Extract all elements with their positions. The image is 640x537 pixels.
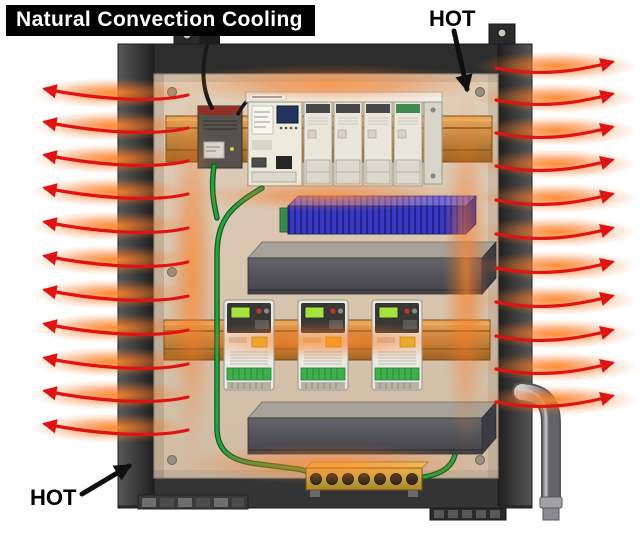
heat-glow — [30, 177, 194, 207]
heat-glow — [30, 313, 194, 343]
plc-end-cap — [423, 101, 443, 185]
heat-arrow-right — [494, 325, 615, 343]
heat-glow — [30, 111, 194, 141]
cpu-display — [276, 105, 299, 124]
title-text: Natural Convection Cooling — [16, 8, 303, 31]
callout-arrow-bottom — [79, 463, 133, 497]
heat-glow — [30, 413, 194, 443]
cpu-ethernet-port — [276, 156, 292, 169]
heat-arrow-left — [42, 183, 190, 201]
heat-glow — [474, 51, 638, 81]
heat-glow — [474, 385, 638, 415]
heat-arrows-left — [42, 84, 190, 437]
heat-glow — [474, 83, 638, 113]
heat-arrow-right — [494, 223, 615, 241]
heat-arrow-right — [494, 189, 615, 207]
heat-glow — [30, 279, 194, 309]
heat-glow — [474, 183, 638, 213]
plc-io-module-1 — [303, 101, 333, 187]
mounting-hole-right — [497, 28, 507, 38]
heat-arrow-right — [494, 391, 615, 409]
heat-glow-right — [474, 51, 638, 415]
heat-glow — [474, 251, 638, 281]
conduit-coupling — [539, 496, 563, 509]
heat-arrow-left — [42, 217, 190, 235]
heat-glow — [30, 380, 194, 410]
io-module-green-label — [396, 104, 420, 113]
plc-io-module-3 — [363, 101, 393, 187]
heat-arrow-left — [42, 150, 190, 168]
heat-arrow-left — [42, 84, 190, 102]
heat-glow — [474, 217, 638, 247]
heat-glow — [30, 347, 194, 377]
plc-rack — [245, 91, 443, 187]
conduit-end — [542, 507, 560, 521]
heat-glow — [474, 149, 638, 179]
bottom-vent-strip — [429, 507, 507, 521]
heat-arrow-right — [494, 122, 615, 140]
heat-glow — [30, 78, 194, 108]
heat-arrow-right — [494, 358, 615, 376]
heat-glow — [474, 116, 638, 146]
hinge-strip — [137, 494, 249, 510]
heat-glow — [474, 285, 638, 315]
heat-arrow-left — [42, 386, 190, 404]
plc-cpu — [247, 101, 303, 187]
heat-arrow-left — [42, 419, 190, 437]
heat-glow — [30, 144, 194, 174]
heat-arrow-right — [494, 291, 615, 309]
heat-arrow-left — [42, 285, 190, 303]
heat-arrow-right — [494, 89, 615, 107]
hot-label-bottom: HOT — [30, 485, 77, 510]
interior-heat-glow — [160, 64, 495, 484]
heat-arrows-right — [494, 57, 615, 409]
heat-arrow-left — [42, 251, 190, 269]
title-banner: Natural Convection Cooling — [6, 5, 315, 36]
callout-arrow-top — [451, 28, 473, 93]
terminal-strip-end-block — [279, 207, 289, 233]
plc-io-module-4 — [393, 101, 423, 187]
heat-glow — [474, 319, 638, 349]
heat-arrow-right — [494, 257, 615, 275]
heat-arrow-left — [42, 117, 190, 135]
heat-arrow-right — [494, 155, 615, 173]
heat-arrow-left — [42, 353, 190, 371]
plc-io-module-2 — [333, 101, 363, 187]
heat-glow — [30, 211, 194, 241]
hot-label-top: HOT — [429, 6, 476, 31]
heat-arrow-right — [494, 57, 615, 75]
heat-glow — [474, 352, 638, 382]
heat-arrow-left — [42, 319, 190, 337]
heat-glow — [30, 245, 194, 275]
backplane-shadow-left — [154, 74, 164, 478]
